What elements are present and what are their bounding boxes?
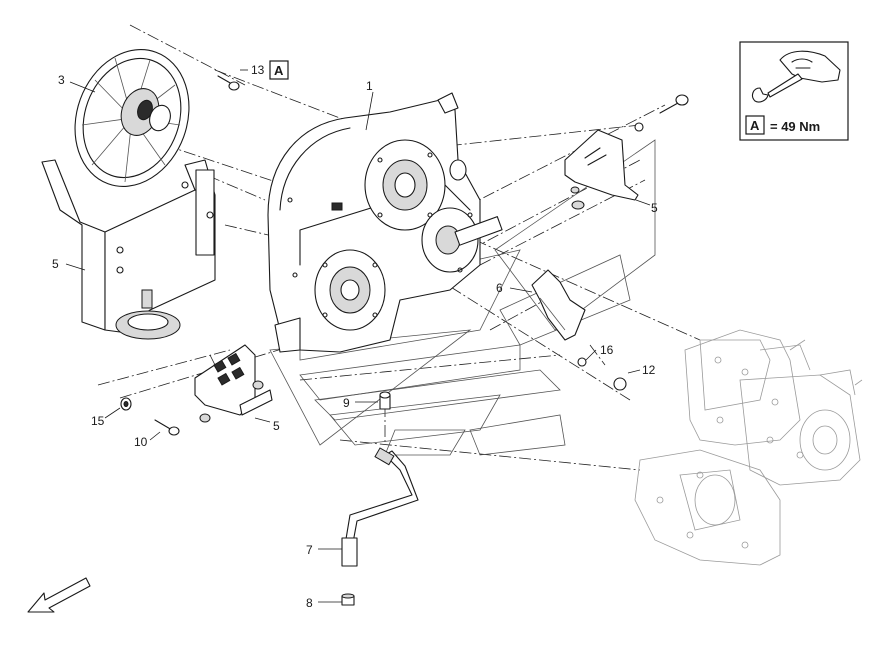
flywheel-fan-part: [74, 49, 190, 187]
callout-5c: 5: [273, 419, 280, 433]
callout-labels: 1 3 5 5 5 6 7 8 9 10 12 13 15 16: [52, 63, 658, 610]
callout-7: 7: [306, 543, 313, 557]
callout-5b: 5: [651, 201, 658, 215]
plug-part-8: [341, 593, 355, 606]
left-bracket-part: [41, 159, 216, 340]
washer-part-16: [577, 357, 587, 367]
ghost-pump-assembly: [634, 329, 863, 566]
callout-1: 1: [366, 79, 373, 93]
callout-13: 13: [251, 63, 265, 77]
bolt-washer-top-right: [634, 94, 689, 132]
callout-9: 9: [343, 396, 350, 410]
guard-plate-part: [531, 269, 586, 341]
torque-legend-marker: A: [750, 118, 760, 133]
bolt-part-12: [613, 377, 627, 391]
washer-part-15: [120, 397, 132, 411]
bolt-part-10: [154, 419, 180, 436]
right-bracket-part: [564, 129, 639, 210]
torque-legend-value: = 49 Nm: [770, 119, 820, 134]
callout-15: 15: [91, 414, 105, 428]
torque-marker-label: A: [274, 63, 284, 78]
gearbox-housing-part: [267, 92, 503, 353]
torque-legend: A = 49 Nm: [739, 41, 849, 141]
torque-marker-box: A: [269, 60, 289, 80]
callout-12: 12: [642, 363, 656, 377]
callout-8: 8: [306, 596, 313, 610]
callout-10: 10: [134, 435, 148, 449]
lower-bracket-part: [194, 344, 273, 423]
bolt-part-13: [217, 75, 240, 91]
fitting-part-9: [379, 391, 391, 410]
pipe-part-7: [341, 447, 419, 567]
callout-3: 3: [58, 73, 65, 87]
callout-5a: 5: [52, 257, 59, 271]
callout-6: 6: [496, 281, 503, 295]
leader-lines: [65, 69, 651, 603]
callout-16: 16: [600, 343, 614, 357]
arrow-front-icon: [27, 577, 91, 613]
wrench-hand-icon: [751, 50, 841, 103]
